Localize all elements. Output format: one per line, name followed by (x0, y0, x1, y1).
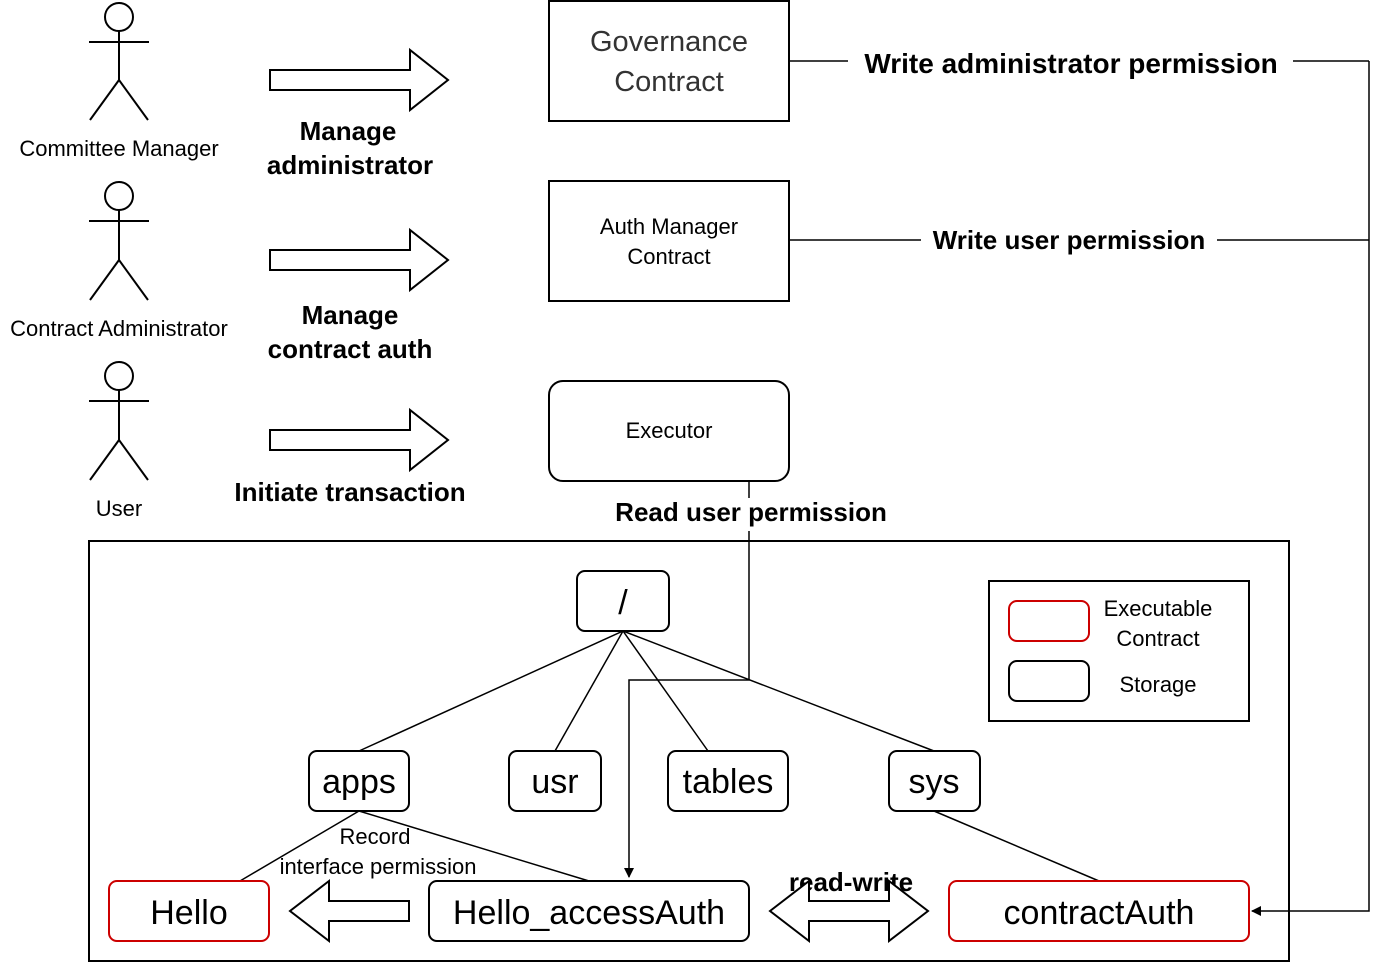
block-arrow-manage-contract-auth (269, 227, 450, 293)
tree-node-usr-label: usr (531, 763, 578, 801)
actor-committee-manager-label: Committee Manager (19, 136, 218, 161)
actor-contract-administrator (89, 181, 149, 301)
tree-node-tables-label: tables (683, 763, 774, 801)
label-initiate-transaction: Initiate transaction (234, 477, 465, 507)
tree-node-root-box (576, 570, 670, 632)
tree-node-hello-accessauth-label: Hello_accessAuth (453, 894, 725, 932)
auth-manager-contract-box (548, 180, 790, 302)
legend-storage-label: Storage (1119, 672, 1196, 697)
storage-region (88, 540, 1290, 962)
label-read-user-permission: Read user permission (615, 497, 887, 527)
actor-user-label: User (96, 496, 142, 521)
tree-node-contractauth-box (948, 880, 1250, 942)
tree-node-sys-box (888, 750, 981, 812)
actor-user (89, 361, 149, 481)
label-write-administrator-permission: Write administrator permission (864, 48, 1277, 79)
tree-edges (239, 630, 1100, 882)
tree-node-apps-box (308, 750, 410, 812)
auth-manager-contract-label-2: Contract (627, 244, 710, 269)
legend-executable-swatch (1008, 600, 1090, 642)
label-write-user-permission: Write user permission (933, 225, 1206, 255)
tree-node-root-label: / (618, 584, 628, 622)
executor-label: Executor (626, 418, 713, 443)
tree-node-hello-box (108, 880, 270, 942)
tree-node-usr-box (508, 750, 602, 812)
label-manage-contract-auth-1: Manage (302, 300, 399, 330)
block-arrow-initiate-transaction (269, 407, 450, 473)
governance-contract-label-1: Governance (590, 26, 748, 58)
tree-node-tables-box (667, 750, 789, 812)
governance-contract-label-2: Contract (614, 66, 724, 98)
auth-manager-contract-label-1: Auth Manager (600, 214, 738, 239)
governance-contract-box (548, 0, 790, 122)
block-arrow-read-write (768, 878, 930, 944)
block-arrow-access-to-hello (288, 878, 410, 944)
block-arrow-manage-administrator (269, 47, 450, 113)
label-manage-administrator-2: administrator (267, 150, 433, 180)
actor-committee-manager (89, 2, 149, 121)
edge-right-vertical-to-contractauth (1251, 61, 1370, 916)
tree-node-hello-accessauth-box (428, 880, 750, 942)
edge-read-user-permission-path (624, 531, 750, 878)
label-manage-contract-auth-2: contract auth (268, 334, 433, 364)
tree-node-hello-label: Hello (150, 894, 227, 932)
legend-storage-swatch (1008, 660, 1090, 702)
label-record-2: interface permission (280, 854, 477, 879)
actor-contract-administrator-label: Contract Administrator (10, 316, 228, 341)
label-manage-administrator-1: Manage (300, 116, 397, 146)
legend-executable-label-1: Executable (1104, 596, 1213, 621)
tree-node-contractauth-label: contractAuth (1004, 894, 1195, 932)
legend-executable-label-2: Contract (1116, 626, 1199, 651)
label-record-1: Record (340, 824, 411, 849)
tree-node-sys-label: sys (909, 763, 960, 801)
executor-box (548, 380, 790, 482)
tree-node-apps-label: apps (322, 763, 396, 801)
